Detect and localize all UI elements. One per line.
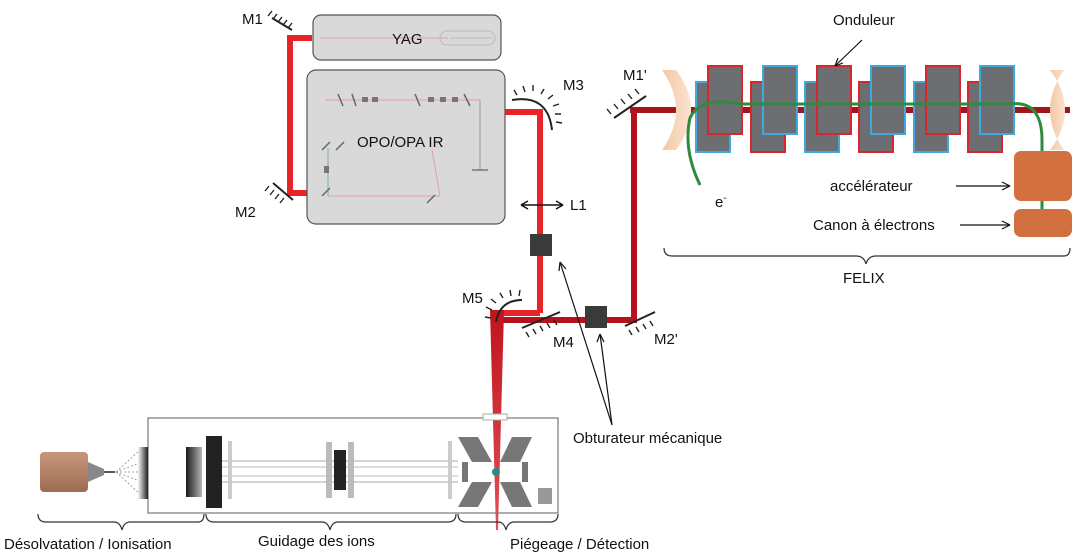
ion-guide [222, 441, 458, 499]
brace-guidage [205, 513, 457, 531]
electrospray-source [40, 449, 143, 495]
label-guidage: Guidage des ions [258, 533, 375, 550]
undulator-magnet-upper [925, 65, 961, 135]
mirror-m3 [511, 85, 563, 131]
ion-funnel [138, 436, 222, 508]
mirror-m2 [264, 182, 294, 204]
shutter-arrows [558, 261, 613, 426]
brace-piegeage [457, 513, 559, 531]
canon-arrow [960, 220, 1011, 230]
accelerateur-arrow [956, 181, 1011, 191]
undulator-magnet-upper [762, 65, 798, 135]
undulator-magnet-upper [707, 65, 743, 135]
shutter-felix [585, 306, 607, 328]
shutter-opo [530, 234, 552, 256]
undulator-magnet-upper [816, 65, 852, 135]
label-canon: Canon à électrons [813, 217, 935, 234]
mirror-m5 [484, 289, 523, 323]
brace-desolvatation [37, 513, 205, 531]
onduleur-arrow [834, 39, 863, 67]
undulator-magnets [695, 65, 1015, 153]
label-m3: M3 [563, 77, 584, 94]
label-desolvatation: Désolvatation / Ionisation [4, 536, 172, 553]
label-m5: M5 [462, 290, 483, 307]
label-m4: M4 [553, 334, 574, 351]
yag-laser [312, 14, 502, 61]
label-m2: M2 [235, 204, 256, 221]
label-piegeage: Piégeage / Détection [510, 536, 649, 553]
label-accelerateur: accélérateur [830, 178, 913, 195]
undulator-magnet-upper [870, 65, 906, 135]
label-felix: FELIX [843, 270, 885, 287]
mirror-m1-prime [606, 88, 647, 119]
label-onduleur: Onduleur [833, 12, 895, 29]
mirror-m2-prime [624, 311, 656, 336]
accelerator-block [1014, 151, 1072, 201]
label-obturateur: Obturateur mécanique [573, 430, 722, 447]
lens-l1 [520, 200, 564, 210]
label-m1: M1 [242, 11, 263, 28]
mirror-m4 [521, 311, 561, 338]
yag-label: YAG [392, 31, 423, 48]
felix-brace [663, 247, 1071, 265]
label-m1-prime: M1' [623, 67, 647, 84]
ion-trap [458, 437, 552, 507]
label-m2-prime: M2' [654, 331, 678, 348]
label-l1: L1 [570, 197, 587, 214]
opo-opa-box [306, 69, 506, 225]
label-electron: e- [715, 193, 727, 211]
opo-label: OPO/OPA IR [357, 134, 444, 151]
undulator-magnet-upper [979, 65, 1015, 135]
felix-cavity-lenses [662, 70, 1065, 150]
electron-path [686, 100, 1044, 218]
mirror-m1 [267, 10, 293, 31]
electron-gun-block [1014, 209, 1072, 237]
